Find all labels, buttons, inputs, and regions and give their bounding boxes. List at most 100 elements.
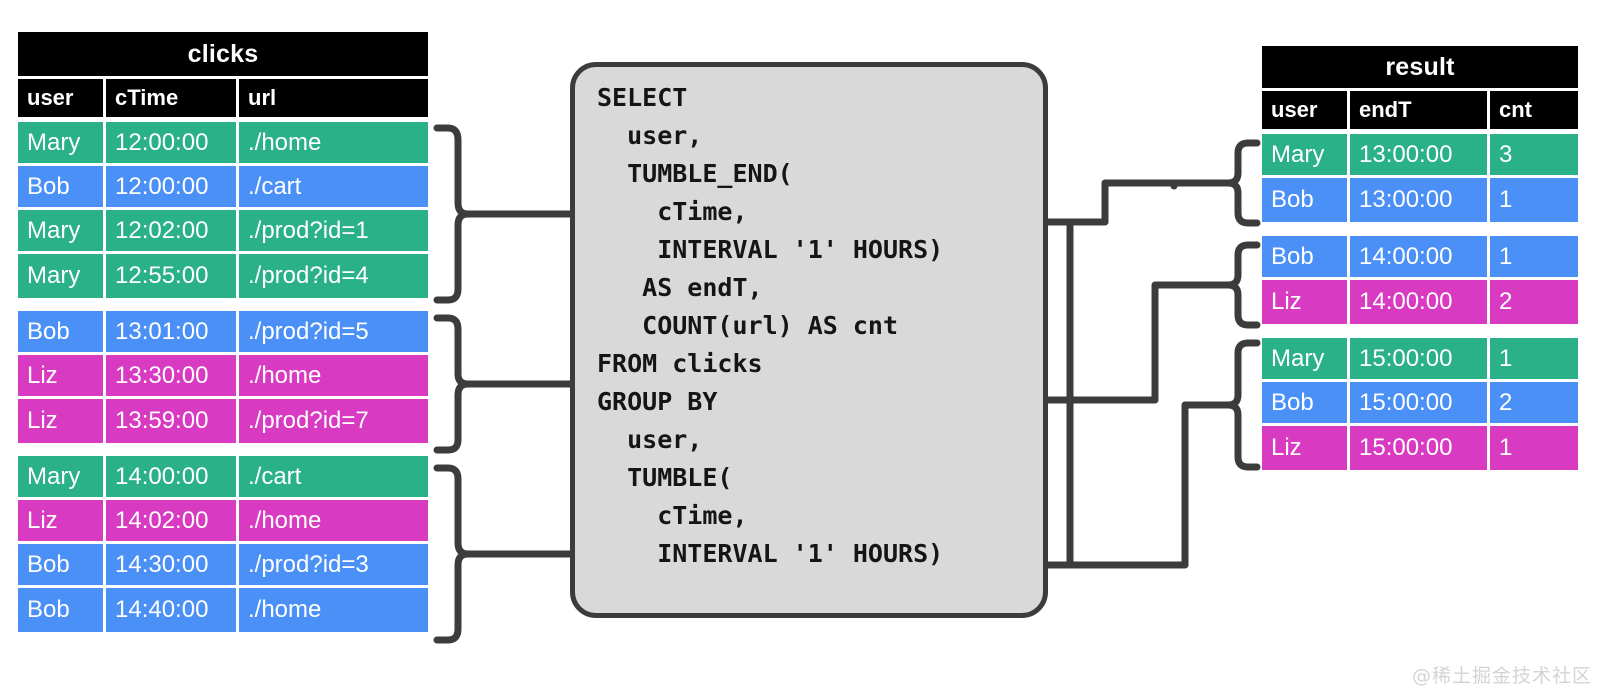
cell-endt: 15:00:00 [1350, 426, 1490, 470]
cell-cnt: 2 [1490, 382, 1578, 423]
cell-url: ./cart [239, 166, 428, 207]
cell-ctime: 14:00:00 [106, 456, 239, 497]
table-row: Liz 14:02:00 ./home [18, 500, 428, 544]
table-row: Bob 13:01:00 ./prod?id=5 [18, 311, 428, 355]
cell-endt: 14:00:00 [1350, 236, 1490, 277]
cell-ctime: 14:02:00 [106, 500, 239, 541]
cell-url: ./prod?id=1 [239, 210, 428, 251]
cell-user: Bob [18, 166, 106, 207]
cell-user: Bob [1262, 236, 1350, 277]
table-row: Bob 14:40:00 ./home [18, 588, 428, 632]
cell-user: Mary [18, 254, 106, 298]
cell-user: Liz [1262, 426, 1350, 470]
right-trunk-lower [1044, 401, 1232, 569]
cell-user: Liz [18, 500, 106, 541]
result-column-header-user: user [1262, 91, 1350, 129]
clicks-group-1: Mary 12:00:00 ./home Bob 12:00:00 ./cart… [18, 122, 428, 298]
cell-ctime: 12:55:00 [106, 254, 239, 298]
cell-url: ./prod?id=3 [239, 544, 428, 585]
cell-cnt: 1 [1490, 178, 1578, 222]
result-group-3: Mary 15:00:00 1 Bob 15:00:00 2 Liz 15:00… [1262, 338, 1578, 470]
cell-url: ./home [239, 588, 428, 632]
table-row: Mary 13:00:00 3 [1262, 134, 1578, 178]
cell-url: ./home [239, 355, 428, 396]
result-column-header-cnt: cnt [1490, 91, 1578, 129]
result-table-header-row: user endT cnt [1262, 91, 1578, 129]
cell-ctime: 13:01:00 [106, 311, 239, 352]
table-row: Liz 15:00:00 1 [1262, 426, 1578, 470]
clicks-group-2: Bob 13:01:00 ./prod?id=5 Liz 13:30:00 ./… [18, 311, 428, 443]
right-brace-group-2 [1224, 241, 1261, 329]
cell-url: ./prod?id=5 [239, 311, 428, 352]
cell-endt: 15:00:00 [1350, 382, 1490, 423]
cell-cnt: 1 [1490, 426, 1578, 470]
result-group-1: Mary 13:00:00 3 Bob 13:00:00 1 [1262, 134, 1578, 222]
cell-endt: 15:00:00 [1350, 338, 1490, 379]
right-trunk-middle [1044, 281, 1232, 404]
cell-ctime: 13:59:00 [106, 399, 239, 443]
cell-cnt: 2 [1490, 280, 1578, 324]
left-brace-group-2 [433, 314, 472, 454]
cell-ctime: 13:30:00 [106, 355, 239, 396]
clicks-table-title: clicks [18, 32, 428, 76]
watermark-text: @稀土掘金技术社区 [1411, 665, 1592, 687]
table-row: Liz 14:00:00 2 [1262, 280, 1578, 324]
cell-user: Mary [18, 122, 106, 163]
cell-user: Bob [18, 588, 106, 632]
cell-ctime: 14:30:00 [106, 544, 239, 585]
cell-ctime: 12:02:00 [106, 210, 239, 251]
table-row: Bob 12:00:00 ./cart [18, 166, 428, 210]
left-brace-group-3 [433, 464, 472, 644]
clicks-table-header-row: user cTime url [18, 79, 428, 117]
sql-query-text: SELECT user, TUMBLE_END( cTime, INTERVAL… [597, 83, 944, 568]
right-brace-group-3 [1224, 339, 1261, 471]
table-row: Bob 14:30:00 ./prod?id=3 [18, 544, 428, 588]
cell-endt: 13:00:00 [1350, 178, 1490, 222]
cell-url: ./prod?id=4 [239, 254, 428, 298]
cell-url: ./cart [239, 456, 428, 497]
cell-url: ./home [239, 500, 428, 541]
table-row: Mary 12:55:00 ./prod?id=4 [18, 254, 428, 298]
cell-ctime: 14:40:00 [106, 588, 239, 632]
cell-user: Mary [18, 456, 106, 497]
table-row: Bob 15:00:00 2 [1262, 382, 1578, 426]
cell-url: ./prod?id=7 [239, 399, 428, 443]
table-row: Liz 13:30:00 ./home [18, 355, 428, 399]
cell-endt: 13:00:00 [1350, 134, 1490, 175]
right-trunk-upper [1044, 179, 1232, 226]
cell-user: Liz [18, 399, 106, 443]
cell-user: Liz [18, 355, 106, 396]
table-row: Bob 13:00:00 1 [1262, 178, 1578, 222]
right-connector-line-1 [1170, 179, 1232, 190]
table-row: Mary 12:00:00 ./home [18, 122, 428, 166]
cell-cnt: 1 [1490, 338, 1578, 379]
cell-endt: 14:00:00 [1350, 280, 1490, 324]
cell-user: Mary [1262, 134, 1350, 175]
table-row: Bob 14:00:00 1 [1262, 236, 1578, 280]
cell-user: Bob [1262, 382, 1350, 423]
clicks-column-header-ctime: cTime [106, 79, 239, 117]
cell-user: Mary [18, 210, 106, 251]
clicks-column-header-url: url [239, 79, 428, 117]
result-table-title: result [1262, 46, 1578, 88]
table-row: Liz 13:59:00 ./prod?id=7 [18, 399, 428, 443]
cell-user: Liz [1262, 280, 1350, 324]
cell-ctime: 12:00:00 [106, 166, 239, 207]
table-row: Mary 12:02:00 ./prod?id=1 [18, 210, 428, 254]
cell-ctime: 12:00:00 [106, 122, 239, 163]
table-row: Mary 14:00:00 ./cart [18, 456, 428, 500]
cell-cnt: 1 [1490, 236, 1578, 277]
cell-cnt: 3 [1490, 134, 1578, 175]
table-row: Mary 15:00:00 1 [1262, 338, 1578, 382]
cell-user: Bob [18, 544, 106, 585]
result-group-2: Bob 14:00:00 1 Liz 14:00:00 2 [1262, 236, 1578, 324]
cell-user: Bob [18, 311, 106, 352]
cell-user: Mary [1262, 338, 1350, 379]
left-brace-group-1 [433, 124, 472, 304]
cell-user: Bob [1262, 178, 1350, 222]
result-table: result user endT cnt Mary 13:00:00 3 Bob… [1262, 46, 1578, 470]
cell-url: ./home [239, 122, 428, 163]
sql-query-box: SELECT user, TUMBLE_END( cTime, INTERVAL… [570, 62, 1048, 618]
clicks-column-header-user: user [18, 79, 106, 117]
